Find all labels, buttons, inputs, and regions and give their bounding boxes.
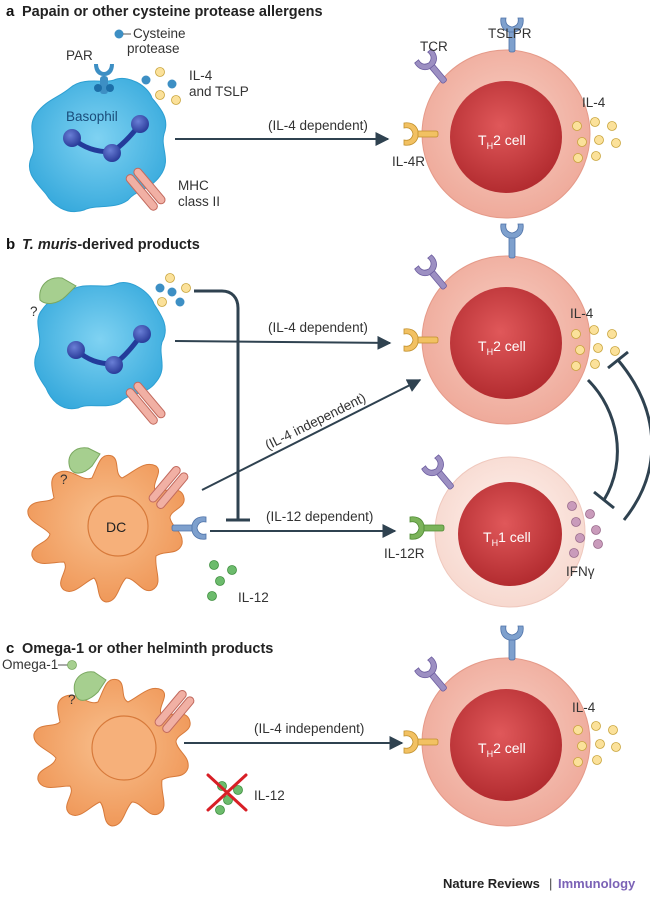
par-receptor [94, 64, 114, 94]
question-mark-b2: ? [60, 472, 68, 487]
il4-label-a: IL-4 [582, 95, 606, 110]
th2-cell-a: TH2 cell [421, 49, 591, 219]
basophil-label: Basophil [66, 109, 118, 124]
arrow-b-il4-dependent [174, 335, 392, 350]
il4-dots-a [572, 117, 621, 163]
arrow-a-label: (IL-4 dependent) [268, 118, 368, 133]
tslpr-label: TSLPR [488, 26, 532, 41]
dc-c-nucleus [91, 715, 157, 781]
th1-b-label: TH1 cell [483, 529, 531, 548]
il4-tslp-label-2: and TSLP [189, 84, 249, 99]
unknown-receptor-b2 [68, 447, 101, 474]
th1-cell-b: TH1 cell [434, 456, 586, 608]
cysteine-protease-dot [114, 29, 124, 39]
panel-b-letter: b [6, 236, 15, 253]
basophil-nucleus [63, 115, 149, 162]
il4-dots-b [571, 325, 620, 371]
panel-c-letter: c [6, 640, 14, 657]
th2-cell-b: TH2 cell [421, 255, 591, 425]
th2-cell-c: TH2 cell [421, 657, 591, 827]
inhibition-arc-ifng-on-th2 [616, 359, 650, 521]
th2-c-label: TH2 cell [478, 740, 526, 759]
footer-separator: | [549, 876, 552, 891]
question-mark-b1: ? [30, 304, 38, 319]
footer-section: Immunology [558, 876, 636, 891]
arrow-c-label: (IL-4 independent) [254, 721, 364, 736]
arrow-b-top-label: (IL-4 dependent) [268, 320, 368, 335]
tslpr-receptor-c [500, 625, 524, 661]
ifng-label: IFNγ [566, 564, 595, 579]
question-mark-c: ? [68, 692, 76, 707]
cysteine-label-2: protease [127, 41, 180, 56]
il12-label-c: IL-12 [254, 788, 285, 803]
mhc-class-ii [125, 167, 166, 211]
il12r-label: IL-12R [384, 546, 425, 561]
il12-label-b: IL-12 [238, 590, 269, 605]
il4-dots-c [573, 721, 621, 767]
arrow-b-diag-label: (IL-4 independent) [263, 390, 368, 453]
footer: Nature Reviews | Immunology [443, 876, 636, 891]
panel-b: b T. muris-derived products ? [6, 223, 650, 608]
omega-1-molecule [73, 671, 107, 701]
th2-b-label: TH2 cell [478, 338, 526, 357]
panel-a: a Papain or other cysteine protease alle… [6, 3, 621, 219]
mhc-c-dc [154, 689, 195, 733]
inhibition-arc-il4-on-th1 [586, 378, 619, 501]
mhc-label-2: class II [178, 194, 220, 209]
omega-label: Omega-1 [2, 657, 58, 672]
basophil-cell-b [34, 282, 166, 410]
il4-label-b: IL-4 [570, 306, 594, 321]
arrow-b-il4-independent [201, 379, 422, 491]
il4-tslp-dots [141, 67, 181, 105]
dc-label: DC [106, 519, 126, 535]
panel-c: c Omega-1 or other helminth products ? O… [2, 625, 621, 827]
mhc-b-dc [148, 465, 189, 509]
mhc-b-basophil [125, 381, 166, 425]
il4r-label: IL-4R [392, 154, 425, 169]
tcr-label: TCR [420, 39, 448, 54]
ifng-dots [567, 501, 603, 558]
footer-journal: Nature Reviews [443, 876, 540, 891]
il4-tslp-label-1: IL-4 [189, 68, 213, 83]
tslpr-receptor-b [500, 223, 524, 259]
inhibition-line-basophil [194, 289, 240, 520]
il12-dots-b [207, 560, 237, 601]
il4-label-c: IL-4 [572, 700, 596, 715]
unknown-receptor-b1 [39, 277, 77, 304]
cysteine-label-1: Cysteine [133, 26, 186, 41]
panel-b-title: T. muris-derived products [22, 237, 200, 253]
th2-a-label: TH2 cell [478, 132, 526, 151]
panel-c-title: Omega-1 or other helminth products [22, 641, 273, 657]
basophil-b-nucleus [67, 325, 151, 374]
blocked-cross-icon [206, 773, 248, 812]
panel-a-letter: a [6, 3, 15, 20]
il12-dots-c [215, 781, 243, 815]
par-label: PAR [66, 48, 93, 63]
panel-a-title: Papain or other cysteine protease allerg… [22, 4, 323, 20]
arrow-b-bottom-label: (IL-12 dependent) [266, 509, 373, 524]
dc-b-nucleus [87, 495, 149, 557]
basophil-b-dots [155, 273, 191, 307]
mhc-label-1: MHC [178, 178, 209, 193]
